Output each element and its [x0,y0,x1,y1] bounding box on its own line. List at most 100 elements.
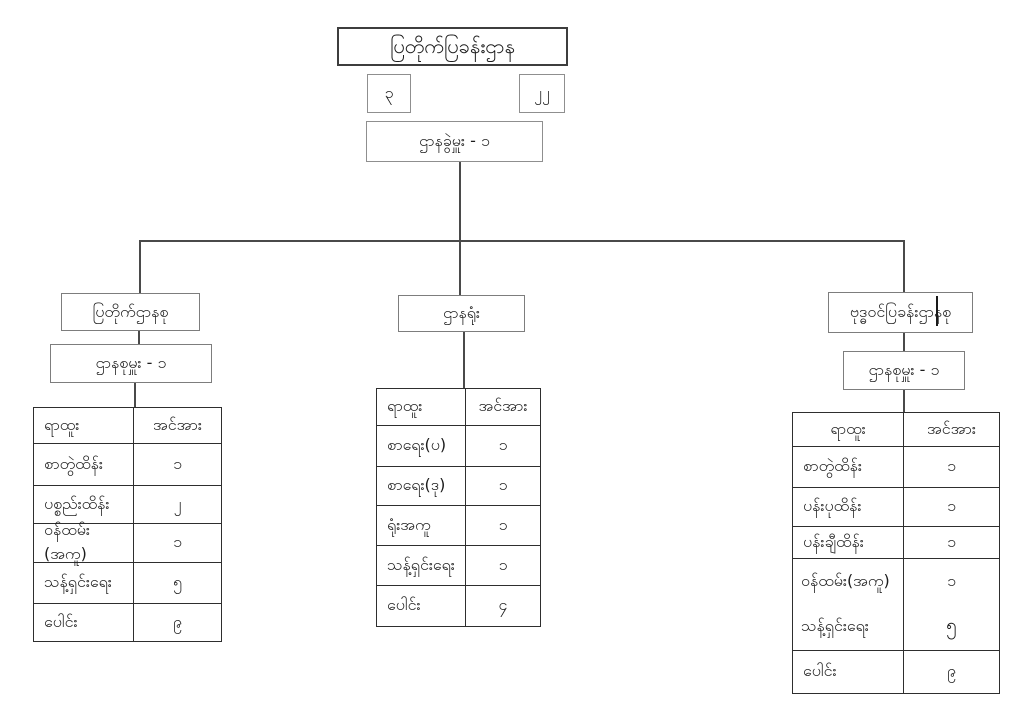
right-connector-1 [903,333,905,351]
position-cell: စာရေး(ပ) [377,426,466,466]
merged-count-cell: ၁ ၅ [904,559,999,650]
table-row: ပန်းပုထိန်း ၁ [793,488,999,527]
merged-position-cell: ဝန်ထမ်း(အကူ) သန့်ရှင်းရေး [793,559,904,650]
table-header-row: ရာထူး အင်အား [34,408,221,444]
total-value: ၉ [947,661,956,680]
left-connector-2 [134,383,136,407]
position-header: ရာထူး [830,418,866,438]
total-label: ပေါင်း [44,611,78,631]
position-label: သန့်ရှင်းရေး [44,572,112,591]
position-cell: သန့်ရှင်းရေး [34,563,134,603]
division-head-label: ဌာနခွဲမှူး - ၁ [419,131,490,151]
department-title-box: ပြတိုက်ပြခန်းဌာန [337,27,568,66]
position-cell: စာတွဲထိန်း [793,447,904,487]
count-cell: ၁ [466,506,540,545]
count-cell: ၂ [134,486,221,523]
total-value: ၉ [173,611,182,631]
middle-connector-1 [463,332,465,388]
count-cell: ၁ [904,488,999,526]
table-row: ပစ္စည်းထိန်း ၂ [34,486,221,524]
total-value-cell: ၄ [466,586,540,626]
strength-header-cell: အင်အား [466,389,540,425]
table-total-row: ပေါင်း ၄ [377,586,540,626]
position-cell: ပန်းပုထိန်း [793,488,904,526]
position-label: ပန်းပုထိန်း [803,496,862,515]
position-label: ပစ္စည်းထိန်း [44,493,110,513]
position-label: ဝန်ထမ်း(အကူ) [801,570,890,590]
position-cell: ဝန်ထမ်း (အကူ) [34,520,134,563]
left-section-box: ပြတိုက်ဌာနစု [61,293,200,331]
position-cell: ရုံးအကူ [377,506,466,545]
table-row: ပန်းချီထိန်း ၁ [793,527,999,559]
officer-count: ၃ [384,83,394,103]
table-merged-row: ဝန်ထမ်း(အကူ) သန့်ရှင်းရေး ၁ ၅ [793,559,999,651]
count-value: ၅ [946,614,957,637]
count-value: ၁ [947,496,956,515]
position-header: ရာထူး [387,396,423,415]
staff-count: ၂၂ [534,83,550,103]
total-value-cell: ၉ [904,651,999,693]
left-section-head-label: ဌာနစုမှူး - ၁ [95,353,167,373]
right-section-head-box: ဌာနစုမှူး - ၁ [843,351,965,390]
count-value: ၁ [498,514,508,534]
position-header-cell: ရာထူး [377,389,466,425]
total-label: ပေါင်း [387,595,421,614]
left-section-head-box: ဌာနစုမှူး - ၁ [50,344,212,383]
connector-drop-left [139,240,141,293]
left-connector-1 [138,331,140,344]
middle-section-box: ဌာနရုံး [398,295,525,332]
position-label: သန့်ရှင်းရေး [801,616,869,636]
connector-drop-middle [459,240,461,295]
staff-count-box: ၂၂ [519,74,565,113]
right-section-head-label: ဌာနစုမှူး - ၁ [868,360,940,380]
position-cell: စာတွဲထိန်း [34,444,134,485]
table-row: စာရေး(ပ) ၁ [377,426,540,467]
count-cell: ၁ [134,524,221,562]
total-label-cell: ပေါင်း [793,651,904,693]
position-cell: သန့်ရှင်းရေး [377,546,466,585]
count-value: ၁ [947,456,956,475]
count-value: ၁ [173,532,182,551]
table-row: စာတွဲထိန်း ၁ [34,444,221,486]
strength-header: အင်အား [153,414,202,434]
connector-horizontal [139,240,905,242]
count-cell: ၁ [904,527,999,558]
right-section-box: ဗုဒ္ဓဝင်ပြခန်းဌာနစု [828,292,973,333]
count-cell: ၁ [466,467,540,505]
department-title: ပြတိုက်ပြခန်းဌာန [390,34,515,58]
total-value: ၄ [498,595,508,614]
total-label-cell: ပေါင်း [34,604,134,641]
position-label: သန့်ရှင်းရေး [387,554,455,574]
middle-staff-table: ရာထူး အင်အား စာရေး(ပ) ၁ စာရေး(ဒု) ၁ ရုံး… [376,388,541,627]
position-label: စာရေး(ပ) [387,435,447,454]
strength-header-cell: အင်အား [904,413,999,446]
table-row: သန့်ရှင်းရေး ၅ [34,563,221,604]
position-label: စာရေး(ဒု) [387,475,446,494]
total-label-cell: ပေါင်း [377,586,466,626]
connector-drop-right [903,240,905,292]
position-cell: ပစ္စည်းထိန်း [34,486,134,523]
count-value: ၁ [498,475,508,494]
count-value: ၁ [947,570,956,590]
officer-count-box: ၃ [367,74,411,113]
right-section-name: ဗုဒ္ဓဝင်ပြခန်းဌာနစု [849,302,952,322]
division-head-box: ဌာနခွဲမှူး - ၁ [366,121,543,162]
connector-root-vertical [459,162,461,241]
count-cell: ၁ [904,447,999,487]
count-value: ၅ [173,572,182,591]
position-label: စာတွဲထိန်း [803,456,862,475]
count-value: ၁ [947,531,956,551]
table-row: စာတွဲထိန်း ၁ [793,447,999,488]
count-cell: ၅ [134,563,221,603]
strength-header: အင်အား [927,418,976,438]
table-total-row: ပေါင်း ၉ [34,604,221,641]
strength-header-cell: အင်အား [134,408,221,443]
position-label: စာတွဲထိန်း [44,453,103,473]
stray-cursor-line [936,296,938,326]
position-header: ရာထူး [44,414,80,434]
table-total-row: ပေါင်း ၉ [793,651,999,693]
left-staff-table: ရာထူး အင်အား စာတွဲထိန်း ၁ ပစ္စည်းထိန်း ၂… [33,407,222,642]
count-value: ၁ [173,453,182,473]
count-cell: ၁ [134,444,221,485]
